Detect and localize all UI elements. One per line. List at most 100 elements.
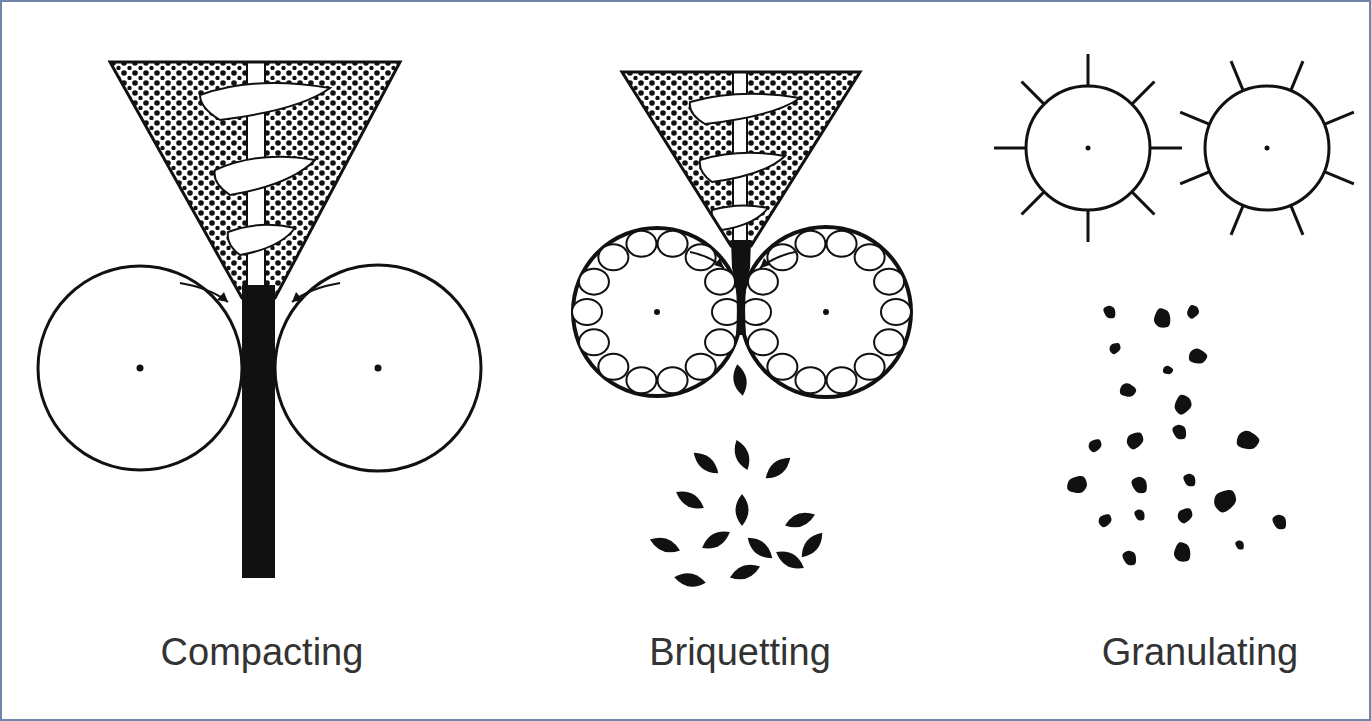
process-label: Compacting <box>161 632 364 674</box>
figure-stroke <box>736 494 749 526</box>
figure-stroke <box>994 54 1182 242</box>
figure-stroke <box>731 363 749 397</box>
figure-stroke <box>1131 477 1146 493</box>
figure-stroke <box>673 571 707 589</box>
figure-stroke <box>741 231 911 393</box>
figure-stroke <box>686 244 716 270</box>
figure-stroke <box>654 309 660 315</box>
figure-stroke <box>1087 208 1090 242</box>
figure-stroke <box>744 533 777 564</box>
figure-stroke <box>110 62 400 298</box>
figure-stroke <box>690 72 800 246</box>
figure-stroke <box>1231 203 1244 234</box>
figure-stroke <box>728 560 763 583</box>
figure-stroke <box>1180 171 1211 184</box>
figure-stroke <box>762 453 795 484</box>
figure-stroke <box>881 299 911 325</box>
figure-stroke <box>1148 147 1182 150</box>
figure-stroke <box>1205 86 1329 210</box>
figure-stroke <box>741 227 911 397</box>
figure-stroke <box>760 258 770 268</box>
figure-stroke <box>1154 308 1170 328</box>
figure-stroke <box>1272 515 1286 530</box>
figure-stroke <box>38 266 242 470</box>
figure-stroke <box>827 367 857 393</box>
figure-stroke <box>686 354 716 380</box>
figure-stroke <box>579 329 609 355</box>
figure-stroke <box>228 225 295 255</box>
figure-stroke <box>1067 476 1087 493</box>
figure-stroke <box>598 244 628 270</box>
figure-stroke <box>690 252 724 268</box>
figure-stroke <box>699 526 733 553</box>
figure-stroke <box>1189 348 1207 363</box>
figure-stroke <box>1127 432 1143 449</box>
figure-stroke <box>700 153 785 182</box>
figure-stroke <box>1235 540 1244 549</box>
figure-stroke <box>748 329 778 355</box>
figure-stroke <box>1174 542 1190 562</box>
figure-stroke <box>773 546 807 573</box>
figure-stroke <box>874 269 904 295</box>
figure-stroke <box>705 329 735 355</box>
figure-stroke <box>375 365 382 372</box>
figure-stroke <box>1022 82 1046 106</box>
figure-stroke <box>572 299 602 325</box>
figure-stroke <box>730 438 753 473</box>
figure-stroke <box>823 309 829 315</box>
figure-stroke <box>1290 61 1303 92</box>
figure-stroke <box>598 354 628 380</box>
figure-stroke <box>622 72 860 246</box>
figure-stroke <box>741 299 771 325</box>
figure-stroke <box>1022 190 1046 214</box>
figure-stroke <box>1183 474 1195 487</box>
figure-stroke <box>795 367 825 393</box>
figure-stroke <box>1103 306 1115 319</box>
figure-stroke <box>1178 508 1193 523</box>
figure-stroke <box>795 231 825 257</box>
figure-stroke <box>714 258 724 268</box>
figure-stroke <box>1180 61 1354 235</box>
figure-stroke <box>994 147 1028 150</box>
figure-stroke <box>242 285 275 578</box>
figure-stroke <box>1322 112 1353 125</box>
figure-stroke <box>1130 82 1154 106</box>
figure-stroke <box>1237 431 1259 449</box>
figure-stroke <box>760 252 795 268</box>
figure-stroke <box>1322 171 1353 184</box>
figure-stroke <box>1026 86 1150 210</box>
figure-stroke <box>626 367 656 393</box>
process-label: Briquetting <box>649 632 831 674</box>
figure-stroke <box>1214 490 1236 513</box>
figure-stroke <box>1180 112 1211 125</box>
figure-stroke <box>658 367 688 393</box>
figure-stroke <box>1187 305 1199 319</box>
figure-stroke <box>200 62 330 298</box>
figure-stroke <box>275 265 481 471</box>
figure-stroke <box>215 157 315 195</box>
figure-stroke <box>292 292 303 302</box>
figure-stroke <box>673 486 707 513</box>
figure-stroke <box>1089 439 1102 452</box>
figure-stroke <box>137 365 144 372</box>
figure-stroke <box>1175 395 1192 415</box>
figure-stroke <box>1134 510 1144 521</box>
figure-stroke <box>626 231 656 257</box>
figure-stroke <box>731 240 751 335</box>
figure-stroke <box>783 508 818 531</box>
figure-stroke <box>1231 61 1244 92</box>
figure-stroke <box>658 231 688 257</box>
figure-stroke <box>1265 146 1270 151</box>
compacting-figure <box>38 62 481 578</box>
figure-stroke <box>217 292 228 302</box>
process-label: Granulating <box>1102 632 1298 674</box>
figure-stroke <box>648 363 828 589</box>
figure-stroke <box>648 533 683 556</box>
figure-stroke <box>292 283 340 302</box>
figure-stroke <box>1172 425 1186 440</box>
figure-stroke <box>622 72 860 248</box>
figure-stroke <box>874 329 904 355</box>
